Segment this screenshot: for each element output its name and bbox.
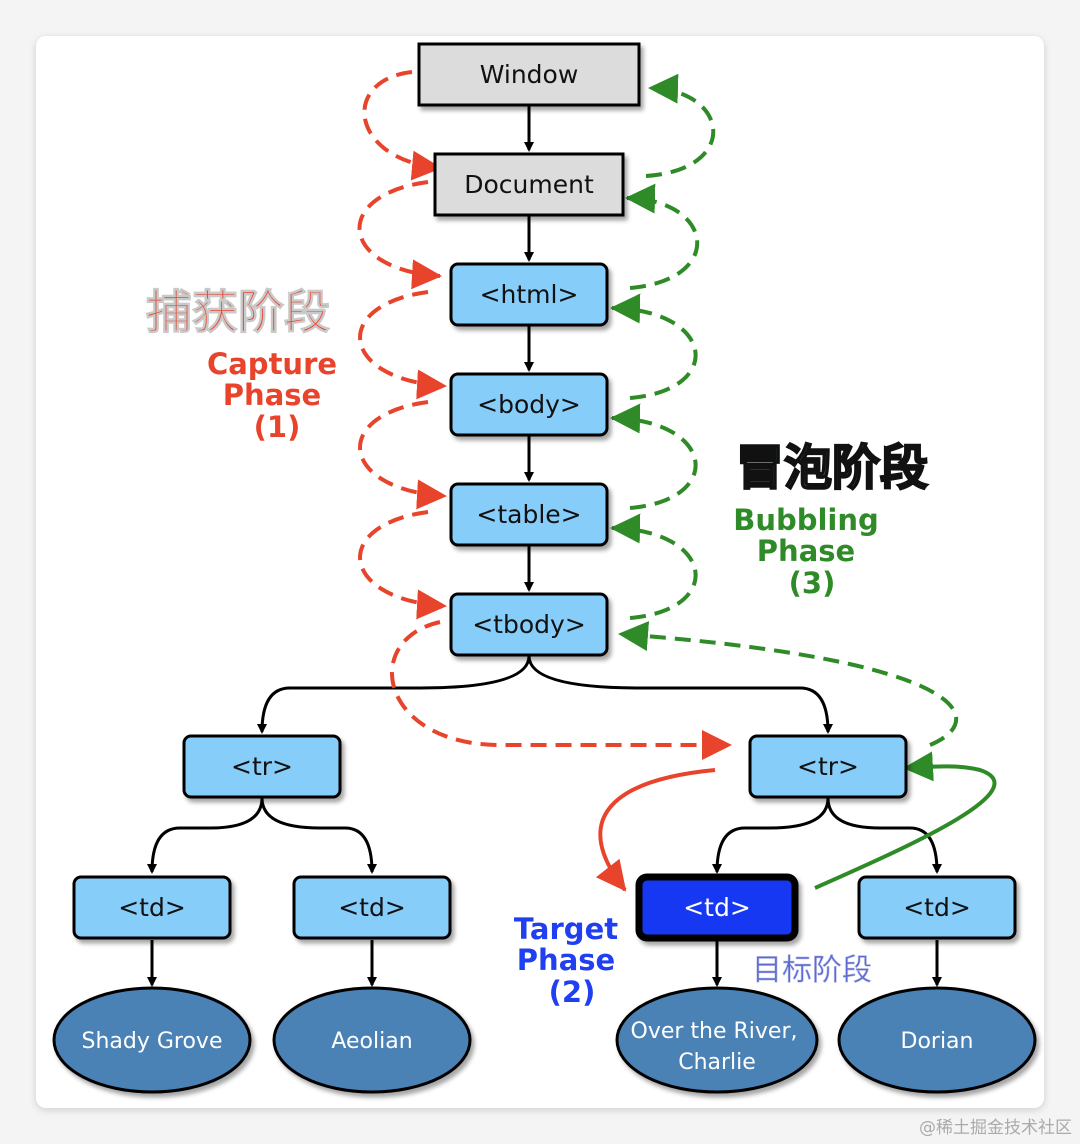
- edge-trright-tdtarget: [712, 797, 830, 874]
- capture-phase-label-line3: (1): [254, 410, 301, 444]
- leaf-aeolian: [272, 986, 472, 1094]
- node-td-1: [72, 875, 232, 940]
- edge-trleft-td2: [260, 797, 377, 874]
- leaf-dorian: [837, 986, 1037, 1094]
- node-window: [417, 42, 641, 107]
- capture-arrow-4: [358, 400, 447, 510]
- leaf-shady-grove: [52, 986, 252, 1094]
- bubbling-arrow-1: [645, 73, 716, 178]
- node-tbody: [449, 592, 609, 657]
- bubbling-arrow-4: [610, 403, 698, 510]
- target-phase-label-line1: Target: [514, 912, 618, 946]
- capture-phase-cn-label: 捕获阶段: [146, 285, 330, 339]
- bubbling-phase-label-line3: (3): [789, 566, 836, 600]
- node-html: [449, 262, 609, 327]
- node-tr-right-label: <tr>: [797, 752, 859, 781]
- target-arrow: [595, 768, 716, 892]
- target-phase-label-line3: (2): [549, 975, 596, 1009]
- bubbling-phase-label-line2: Phase: [757, 534, 855, 568]
- node-tbody-label: <tbody>: [472, 610, 586, 639]
- watermark: @稀土掘金技术社区: [919, 1118, 1072, 1138]
- node-document: [433, 152, 625, 217]
- bubbling-phase-label-line1: Bubbling: [733, 503, 879, 537]
- bubbling-arrow-3: [610, 293, 698, 400]
- leaf-dorian-label: Dorian: [901, 1029, 974, 1054]
- capture-arrow-1: [362, 70, 442, 181]
- bubbling-arrow-target: [814, 751, 997, 890]
- node-td-target: [635, 873, 799, 942]
- node-tr-left-label: <tr>: [231, 752, 293, 781]
- node-window-label: Window: [480, 60, 579, 89]
- node-table: [449, 482, 609, 547]
- node-document-label: Document: [464, 170, 594, 199]
- capture-arrow-6: [390, 620, 732, 760]
- capture-phase-label-line1: Capture: [207, 347, 337, 381]
- node-tr-right: [748, 734, 908, 799]
- node-html-label: <html>: [480, 280, 579, 309]
- capture-arrow-5: [358, 510, 447, 620]
- bubbling-arrow-5: [610, 513, 698, 620]
- node-td-1-label: <td>: [118, 893, 186, 922]
- bubbling-arrow-2: [625, 183, 700, 290]
- leaf-aeolian-label: Aeolian: [331, 1029, 412, 1054]
- node-td-target-label: <td>: [683, 893, 751, 922]
- capture-arrow-3: [358, 290, 447, 400]
- target-phase-label-line2: Phase: [517, 943, 615, 977]
- node-body-label: <body>: [477, 390, 581, 419]
- node-body: [449, 372, 609, 437]
- target-phase-cn-label: 目标阶段: [752, 953, 872, 988]
- leaf-over-the-river-label-line2: Charlie: [678, 1050, 756, 1075]
- node-table-label: <table>: [476, 500, 581, 529]
- node-td-2: [292, 875, 452, 940]
- capture-arrows: [357, 70, 732, 760]
- tree-edges: [147, 106, 942, 987]
- node-tr-left: [182, 734, 342, 799]
- bubbling-phase-cn-label: 冒泡阶段: [736, 440, 928, 496]
- leaf-over-the-river-label-line1: Over the River,: [631, 1019, 798, 1044]
- leaf-over-the-river: [615, 986, 819, 1094]
- capture-phase-label-line2: Phase: [223, 378, 321, 412]
- edge-trleft-td1: [147, 797, 264, 874]
- edge-trright-td4: [826, 797, 942, 874]
- node-td-4: [857, 875, 1017, 940]
- leaf-shady-grove-label: Shady Grove: [82, 1029, 223, 1054]
- edge-tbody-tr-right: [527, 655, 833, 734]
- node-td-4-label: <td>: [903, 893, 971, 922]
- edge-tbody-tr-left: [257, 655, 531, 734]
- bubbling-arrow-6: [618, 621, 959, 747]
- bubbling-arrows: [610, 73, 959, 747]
- capture-arrow-2: [357, 180, 442, 290]
- node-td-2-label: <td>: [338, 893, 406, 922]
